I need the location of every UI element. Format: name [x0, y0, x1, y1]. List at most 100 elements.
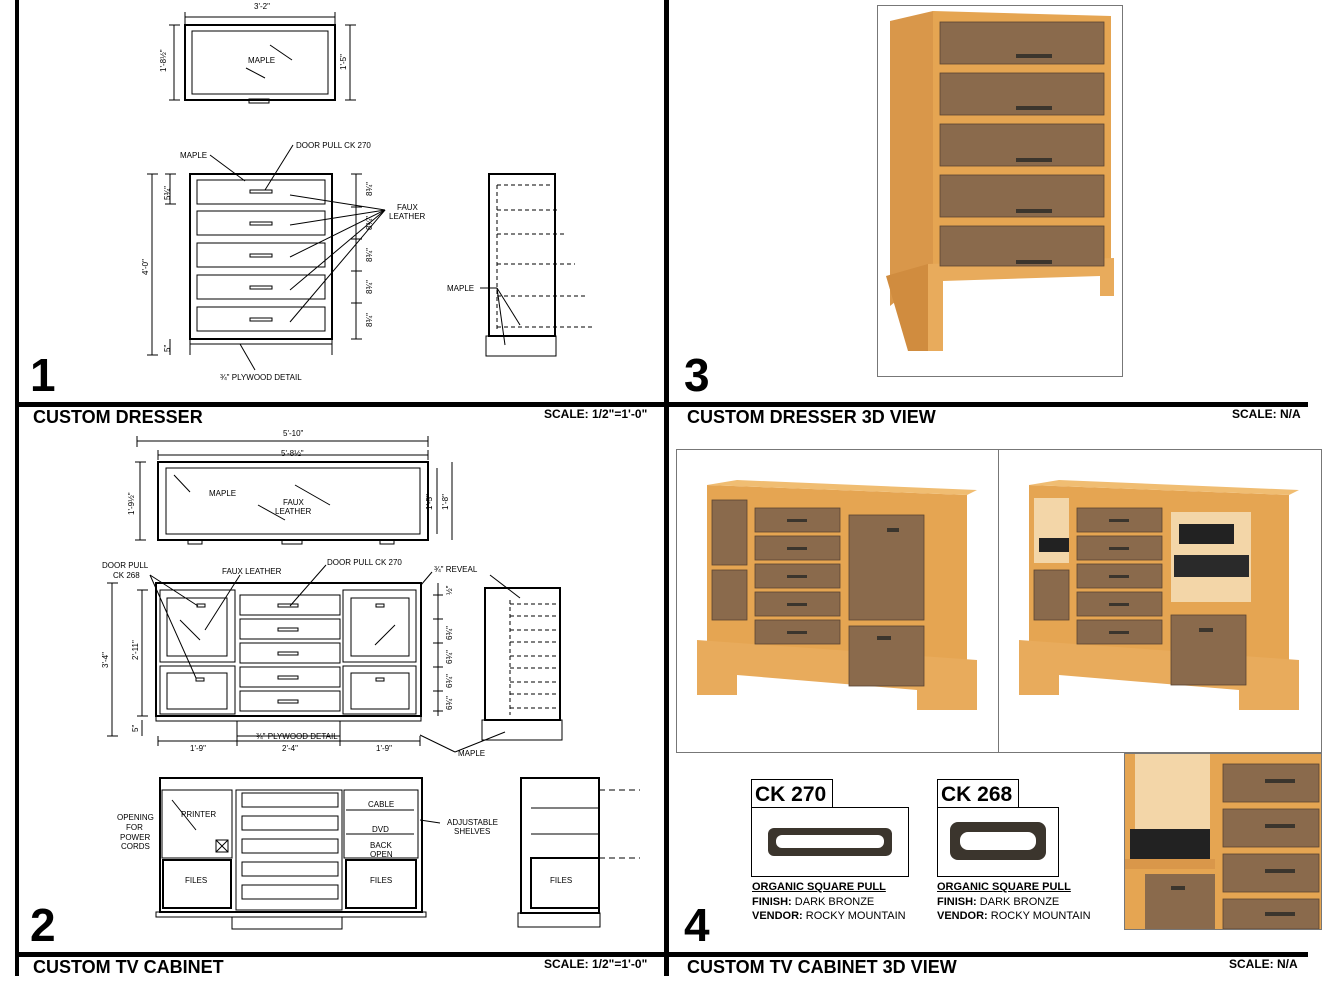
dim-label: 8¾" — [365, 216, 374, 230]
dim-label: 4'-0" — [141, 259, 150, 275]
callout-label: CK 268 — [113, 571, 140, 580]
compartment-label: DVD — [372, 825, 389, 834]
dim-label: 1'-9" — [376, 744, 392, 753]
material-label: LEATHER — [275, 507, 312, 516]
dim-label: 5" — [163, 345, 172, 352]
panel-scale: SCALE: N/A — [1229, 957, 1298, 971]
panel-title: CUSTOM TV CABINET — [33, 957, 224, 977]
panel3-title-rule — [667, 402, 1308, 407]
compartment-label: OPEN — [370, 850, 393, 859]
panel-number: 4 — [684, 899, 710, 951]
dim-label: 1'-9½" — [127, 492, 136, 515]
compartment-label: FILES — [185, 876, 207, 885]
callout-label: LEATHER — [389, 212, 426, 221]
dresser-3d-illustration — [886, 11, 1114, 351]
dim-label: 8¾" — [365, 313, 374, 327]
callout-label: OPENING — [117, 813, 154, 822]
callout-label: FAUX LEATHER — [222, 567, 282, 576]
pull-finish-value: DARK BRONZE — [794, 895, 875, 908]
dim-label: 6¾" — [445, 696, 454, 710]
callout-label: ¾" PLYWOOD DETAIL — [220, 373, 302, 382]
pull-code: CK 268 — [937, 779, 1020, 807]
pull-info: ORGANIC SQUARE PULL FINISH: DARK BRONZE … — [752, 880, 906, 924]
dim-label: 2'-11" — [131, 640, 140, 660]
dim-label: 1'-8½" — [159, 49, 168, 72]
pull-vendor-value: ROCKY MOUNTAIN — [990, 910, 1091, 922]
pull-image-box — [751, 807, 909, 877]
tv-cabinet-3d-closed — [676, 449, 1000, 753]
callout-label: CORDS — [121, 842, 150, 851]
pull-finish-value: DARK BRONZE — [979, 895, 1060, 908]
compartment-label: PRINTER — [181, 810, 216, 819]
pull-heading: ORGANIC SQUARE PULL — [752, 881, 886, 893]
dim-label: 3'-2" — [254, 2, 270, 11]
pull-vendor-label: VENDOR: — [937, 910, 988, 922]
material-label: MAPLE — [248, 56, 275, 65]
panel-scale: SCALE: 1/2"=1'-0" — [544, 407, 648, 421]
dim-label: 2'-4" — [282, 744, 298, 753]
callout-label: ¾" PLYWOOD DETAIL — [256, 732, 338, 741]
dim-label: ½" — [445, 585, 454, 595]
compartment-label: BACK — [370, 841, 392, 850]
callout-label: SHELVES — [454, 827, 490, 836]
compartment-label: CABLE — [368, 800, 394, 809]
pull-ck268-icon — [950, 822, 1046, 860]
pull-vendor-value: ROCKY MOUNTAIN — [805, 910, 906, 922]
callout-label: ADJUSTABLE — [447, 818, 498, 827]
pull-heading: ORGANIC SQUARE PULL — [937, 881, 1071, 893]
tv-cabinet-detail-illustration — [1125, 754, 1321, 929]
compartment-label: FILES — [550, 876, 572, 885]
panel1-title-rule — [15, 402, 667, 407]
callout-label: FAUX — [397, 203, 419, 212]
dim-label: 8¾" — [365, 280, 374, 294]
panel-scale: SCALE: N/A — [1232, 407, 1301, 421]
left-border — [15, 0, 19, 976]
pull-finish-label: FINISH: — [937, 895, 977, 908]
pull-image-box — [937, 807, 1059, 877]
dim-label: 6¾" — [445, 674, 454, 688]
tv-cabinet-3d-open — [998, 449, 1322, 753]
dim-label: 5'-8½" — [281, 449, 304, 458]
panel4-title-rule — [667, 952, 1308, 957]
material-label: MAPLE — [209, 489, 236, 498]
panel-number: 2 — [30, 899, 56, 951]
dim-label: 5'-10" — [283, 429, 304, 438]
callout-label: DOOR PULL CK 270 — [327, 558, 402, 567]
panel-scale: SCALE: 1/2"=1'-0" — [544, 957, 648, 971]
dim-label: 6¾" — [445, 626, 454, 640]
tv-cabinet-closed-illustration — [697, 480, 977, 710]
dresser-3d-render — [877, 5, 1123, 377]
dim-label: 3'-4" — [101, 652, 110, 668]
panel-title: CUSTOM TV CABINET 3D VIEW — [687, 957, 957, 977]
tv-cabinet-drawing: 5'-10" 5'-8½" 1'-9½" 1'-5" 1'-8" MAPLE F… — [101, 429, 640, 930]
callout-label: POWER — [120, 833, 150, 842]
tv-cabinet-open-illustration — [1019, 480, 1299, 710]
dim-label: 5¾" — [163, 186, 172, 200]
dim-label: 1'-5" — [339, 54, 348, 70]
tv-cabinet-3d-detail — [1124, 753, 1322, 930]
pull-finish-label: FINISH: — [752, 895, 792, 908]
material-label: MAPLE — [458, 749, 485, 758]
panel-number: 1 — [30, 349, 56, 401]
dim-label: 8¾" — [365, 182, 374, 196]
compartment-label: FILES — [370, 876, 392, 885]
panel2-title-rule — [15, 952, 667, 957]
center-divider — [664, 0, 669, 976]
dim-label: 8¾" — [365, 248, 374, 262]
dim-label: 1'-8" — [441, 494, 450, 510]
dim-label: 1'-5" — [425, 494, 434, 510]
dim-label: 6¾" — [445, 650, 454, 664]
callout-label: FOR — [126, 823, 143, 832]
callout-label: ¾" REVEAL — [434, 565, 478, 574]
dim-label: 5" — [131, 725, 140, 732]
panel-title: CUSTOM DRESSER — [33, 407, 203, 427]
pull-vendor-label: VENDOR: — [752, 910, 803, 922]
dim-label: 1'-9" — [190, 744, 206, 753]
material-label: MAPLE — [447, 284, 474, 293]
pull-info: ORGANIC SQUARE PULL FINISH: DARK BRONZE … — [937, 880, 1091, 924]
callout-label: DOOR PULL CK 270 — [296, 141, 371, 150]
pull-code: CK 270 — [751, 779, 834, 807]
panel-title: CUSTOM DRESSER 3D VIEW — [687, 407, 936, 427]
material-label: MAPLE — [180, 151, 207, 160]
pull-ck270-icon — [768, 828, 892, 856]
